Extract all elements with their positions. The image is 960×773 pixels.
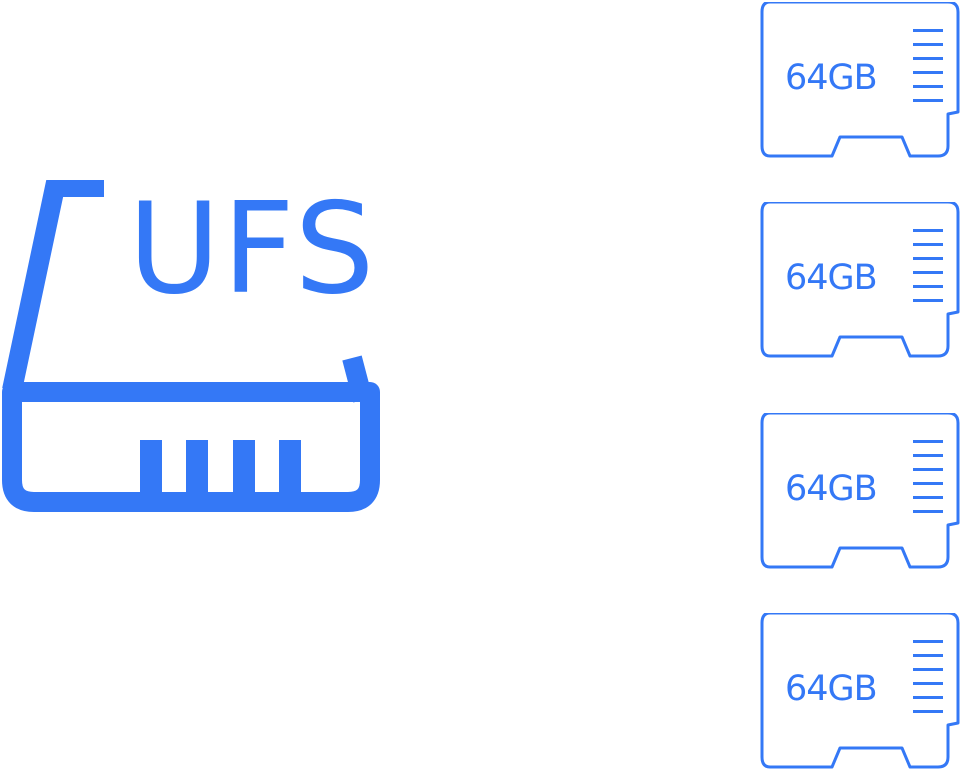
micro-sd-card: 64GB bbox=[760, 413, 960, 573]
micro-sd-card-icon bbox=[760, 413, 960, 569]
micro-sd-card-icon bbox=[760, 613, 960, 769]
card-capacity: 64GB bbox=[785, 258, 878, 298]
ufs-label: UFS bbox=[128, 175, 377, 322]
micro-sd-card: 64GB bbox=[760, 2, 960, 162]
micro-sd-card: 64GB bbox=[760, 202, 960, 362]
ssd-drive-icon bbox=[2, 180, 380, 512]
ufs-drive bbox=[0, 180, 400, 520]
micro-sd-card-icon bbox=[760, 2, 960, 158]
micro-sd-card-icon bbox=[760, 202, 960, 358]
micro-sd-card: 64GB bbox=[760, 613, 960, 773]
card-capacity: 64GB bbox=[785, 669, 878, 709]
card-capacity: 64GB bbox=[785, 58, 878, 98]
card-capacity: 64GB bbox=[785, 469, 878, 509]
